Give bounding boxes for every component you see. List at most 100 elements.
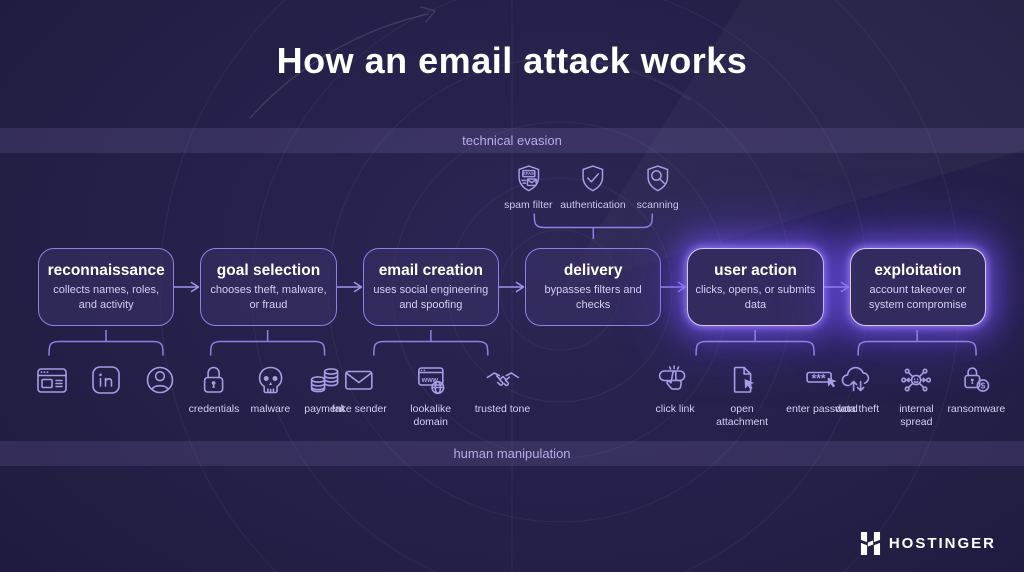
flow-arrow [823,281,850,293]
envelope-icon [345,370,374,390]
sub-item-internal-spread: internal spread [888,360,945,429]
sub-icons-row: click link open attachment *** enter pas… [652,360,858,429]
defense-label: spam filter [504,199,553,211]
stage-description: clicks, opens, or submits data [695,284,816,311]
stage-title: goal selection [216,262,321,280]
sub-icons-row: fake sender www lookalike domain [332,360,530,429]
sub-icons-row [29,360,183,400]
bracket-down-connector [48,330,164,356]
technical-evasion-label: technical evasion [462,133,562,148]
sub-item-enter-password: *** enter password [786,360,858,416]
flow-arrow-icon [174,281,200,293]
sub-item-trusted-tone: trusted tone [475,360,530,416]
email-creation-subgroup: fake sender www lookalike domain [332,330,530,429]
defense-spam-filter: SPAM spam filter [503,160,553,211]
stage-title: email creation [378,262,483,280]
lock-dollar-icon: $ [964,367,990,392]
sub-item-label: malware [250,403,291,415]
linkedin-icon [92,366,120,394]
sub-item-label: data theft [835,403,879,415]
user-action-subgroup: click link open attachment *** enter pas… [652,330,858,429]
sub-icons-row: credentials malware [189,360,348,416]
stage-title: user action [714,262,797,280]
stage-description: bypasses filters and checks [544,284,642,311]
stage-description: collects names, roles, and activity [53,284,160,311]
technical-evasion-band: technical evasion [0,128,1024,153]
sub-item-label: open attachment [716,403,769,428]
attachment-cursor-icon [733,366,755,393]
human-manipulation-label: human manipulation [453,446,571,461]
click-button-icon [658,365,686,390]
stage-description: account takeover or system compromise [868,284,967,311]
sub-item-credentials: credentials [188,360,240,416]
stage-email-creation: email creation uses social engineering a… [362,248,499,326]
sub-item-profile [137,360,183,400]
sub-item-ransomware: $ ransomware [947,360,1005,416]
sub-item-payment: payment [301,360,347,416]
stage-title: reconnaissance [47,262,165,280]
stage-title: exploitation [874,262,962,280]
reconnaissance-subgroup [29,330,183,400]
flow-arrow-icon [661,281,687,293]
handshake-icon [486,372,519,387]
sub-item-website [29,360,75,400]
svg-text:SPAM: SPAM [522,171,534,176]
sub-item-click-link: click link [652,360,698,416]
stage-user-action: user action clicks, opens, or submits da… [687,248,824,326]
svg-text:***: *** [811,372,825,386]
flow-arrow [498,281,525,293]
sub-item-lookalike-domain: www lookalike domain [395,360,467,429]
sub-item-label: credentials [188,403,240,415]
flow-arrow-icon [823,281,849,293]
password-field-icon: *** [806,372,837,388]
stage-exploitation: exploitation account takeover or system … [849,248,986,326]
exploitation-subgroup: data theft internal spread [834,330,1005,429]
fake-website-icon: www [417,367,445,395]
browser-window-icon [37,368,67,393]
goal-selection-subgroup: credentials malware [189,330,348,416]
defense-label: scanning [636,199,679,211]
sub-item-label: internal spread [899,403,934,428]
bracket-down-connector [857,330,977,356]
stage-delivery: delivery bypasses filters and checks [524,248,662,326]
sub-icons-row: data theft internal spread [834,360,1005,429]
person-icon [146,366,174,394]
flow-arrow [174,281,200,293]
stage-reconnaissance: reconnaissance collects names, roles, an… [38,248,175,326]
skull-icon [258,366,283,394]
human-manipulation-band: human manipulation [0,441,1024,466]
svg-text:$: $ [981,381,986,391]
svg-text:www: www [421,377,439,384]
hostinger-h-logo [860,532,880,555]
sub-item-data-theft: data theft [834,360,880,416]
defense-scanning: scanning [633,160,683,211]
spam-filter-shield-icon: SPAM [517,165,539,192]
sub-item-fake-sender: fake sender [332,360,387,416]
padlock-icon [204,366,224,393]
delivery-defenses-group: SPAM spam filter authentication [503,160,682,241]
stage-goal-selection: goal selection chooses theft, malware, o… [200,248,337,326]
sub-item-label: ransomware [947,403,1006,415]
bracket-down-connector [373,330,489,356]
shield-magnifier-icon [647,165,669,192]
cloud-transfer-icon [841,366,870,392]
sub-item-label: payment [304,403,345,415]
flow-arrow-icon [498,281,525,293]
bracket-down-connector [210,330,326,356]
bracket-down-connector [695,330,815,356]
sub-item-linkedin [83,360,129,400]
stage-description: uses social engineering and spoofing [373,284,489,311]
stage-title: delivery [563,262,623,280]
sub-item-malware: malware [247,360,293,416]
defense-label: authentication [560,199,626,211]
sub-item-label: enter password [786,403,858,415]
brand-footer: HOSTINGER [860,531,996,556]
delivery-defenses-row: SPAM spam filter authentication [503,160,682,211]
sub-item-open-attachment: open attachment [706,360,778,429]
flow-arrow [336,281,363,293]
sub-item-label: trusted tone [474,403,531,415]
attack-flow-row: reconnaissance collects names, roles, an… [38,248,986,326]
page-title: How an email attack works [276,40,748,81]
sub-item-label: click link [655,403,695,415]
